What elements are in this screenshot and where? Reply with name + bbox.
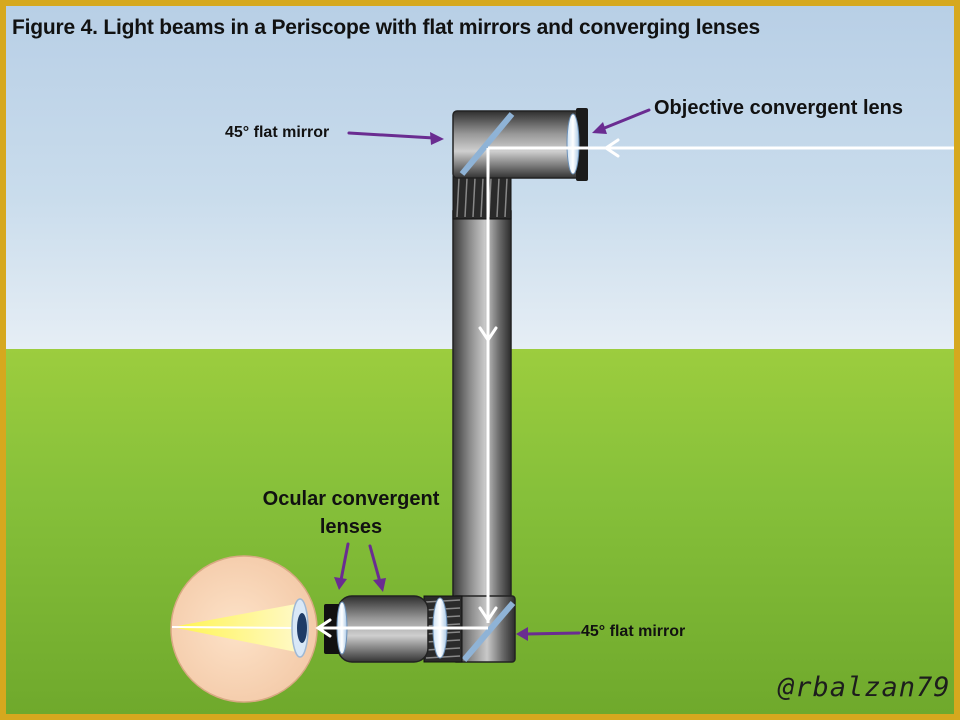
label-top-mirror: 45° flat mirror [225,124,330,141]
bottom-mirror [461,601,516,662]
objective-cap [576,108,588,181]
ring-knurl-top [456,177,508,218]
pointer-arrows [334,108,651,641]
figure-title: Figure 4. Light beams in a Periscope wit… [12,16,760,39]
light-cone-axis [171,626,297,629]
periscope-diagram [170,108,954,703]
label-bottom-mirror: 45° flat mirror [581,623,686,640]
label-ocular-line2: lenses [319,516,383,538]
scene: Figure 4. Light beams in a Periscope wit… [6,6,954,714]
author-signature: @rbalzan79 [778,672,951,703]
top-mirror-housing [452,110,582,179]
label-ocular-line1: Ocular convergent [262,488,440,510]
label-objective-lens: Objective convergent lens [654,97,903,119]
eye-iris [297,613,307,643]
label-ocular-lenses: Ocular convergent lenses [256,485,446,541]
beam-arrowheads [315,138,620,638]
light-beam [318,146,954,630]
objective-lens [566,113,580,175]
periscope-tube [452,210,512,662]
top-mirror [459,112,515,176]
